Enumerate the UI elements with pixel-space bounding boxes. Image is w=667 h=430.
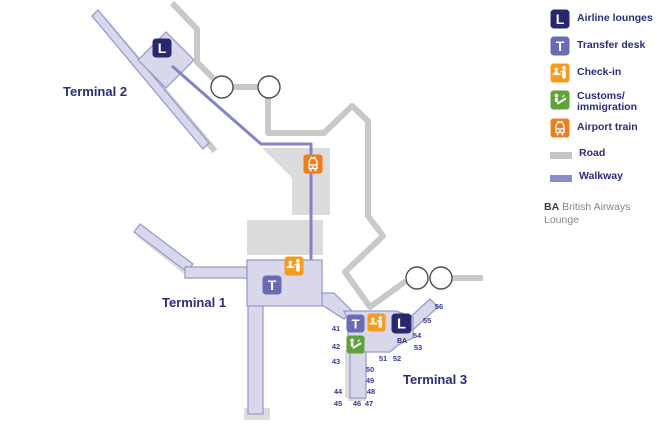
terminal1-west-arm bbox=[184, 266, 248, 279]
ba-note-text: British Airways bbox=[562, 201, 631, 213]
terminal3-pier-shadow bbox=[345, 350, 353, 398]
gate-48-label: 48 bbox=[367, 387, 375, 396]
terminal1-transfer-desk-icon bbox=[262, 275, 282, 295]
terminal2-pier bbox=[91, 9, 210, 150]
legend-label: Check-in bbox=[577, 66, 622, 78]
legend-item-airport-train: Airport train bbox=[550, 118, 638, 138]
gate-47-label: 47 bbox=[365, 399, 373, 408]
transfer-desk-icon bbox=[550, 36, 570, 56]
gate-42-label: 42 bbox=[332, 342, 340, 351]
terminal3-transfer-desk-icon bbox=[346, 314, 365, 333]
terminal2-label: Terminal 2 bbox=[63, 84, 127, 99]
airport-train-icon bbox=[550, 118, 570, 138]
walkway-swatch bbox=[550, 175, 572, 182]
terminal3-label: Terminal 3 bbox=[403, 372, 467, 387]
road-swatch bbox=[550, 152, 572, 159]
legend-item-customs-immigration: Customs/ immigration bbox=[550, 90, 637, 113]
gate-44-label: 44 bbox=[334, 387, 343, 396]
legend-item-check-in: Check-in bbox=[550, 63, 621, 83]
ba-note-text2: Lounge bbox=[544, 214, 580, 226]
gate-51-label: 51 bbox=[379, 354, 387, 363]
gate-49-label: 49 bbox=[366, 376, 374, 385]
roundabout bbox=[405, 266, 429, 290]
airport-train-station-icon bbox=[303, 154, 323, 174]
road-north bbox=[169, 0, 217, 82]
gate-45-label: 45 bbox=[334, 399, 342, 408]
gate-50-label: 50 bbox=[366, 365, 374, 374]
legend-label: Transfer desk bbox=[577, 39, 646, 51]
ba-abbreviation: BA bbox=[544, 201, 560, 213]
gate-53-label: 53 bbox=[414, 343, 422, 352]
gate-56-label: 56 bbox=[435, 302, 443, 311]
walkway-path bbox=[171, 64, 313, 261]
check-in-icon bbox=[550, 63, 570, 83]
terminal1-label: Terminal 1 bbox=[162, 295, 226, 310]
roundabout bbox=[257, 75, 281, 99]
terminal3-check-in-icon bbox=[367, 313, 386, 332]
legend-label: Airline lounges bbox=[577, 12, 653, 24]
terminal1-diagonal-arm bbox=[133, 223, 194, 273]
legend-label: Airport train bbox=[577, 121, 638, 133]
gate-43-label: 43 bbox=[332, 357, 340, 366]
legend-item-transfer-desk: Transfer desk bbox=[550, 36, 645, 56]
ba-lounge-tag: BA bbox=[397, 338, 407, 345]
gate-41-label: 41 bbox=[332, 324, 340, 333]
terminal1-check-in-icon bbox=[284, 256, 304, 276]
legend-item-walkway: Walkway bbox=[550, 170, 623, 182]
gate-55-label: 55 bbox=[423, 316, 431, 325]
road-main-loop bbox=[265, 97, 408, 310]
legend-label: Walkway bbox=[579, 170, 623, 182]
legend-item-airline-lounges: Airline lounges bbox=[550, 9, 653, 29]
roundabout bbox=[210, 75, 234, 99]
terminal1-pier bbox=[247, 299, 264, 415]
roundabout bbox=[429, 266, 453, 290]
terminal3-customs-icon bbox=[346, 335, 365, 354]
gate-52-label: 52 bbox=[393, 354, 401, 363]
legend-item-road: Road bbox=[550, 147, 606, 159]
gate-46-label: 46 bbox=[353, 399, 361, 408]
gate-54-label: 54 bbox=[413, 331, 422, 340]
terminal3-airline-lounge-icon bbox=[391, 313, 412, 334]
legend-label: Road bbox=[579, 147, 606, 159]
ba-lounge-note: BA British Airways Lounge bbox=[544, 201, 660, 227]
legend-label: Customs/ bbox=[577, 90, 625, 102]
airline-lounges-icon bbox=[550, 9, 570, 29]
terminal2-airline-lounge-icon bbox=[152, 38, 172, 58]
legend-label: immigration bbox=[577, 101, 638, 113]
customs-immigration-icon bbox=[550, 90, 570, 110]
